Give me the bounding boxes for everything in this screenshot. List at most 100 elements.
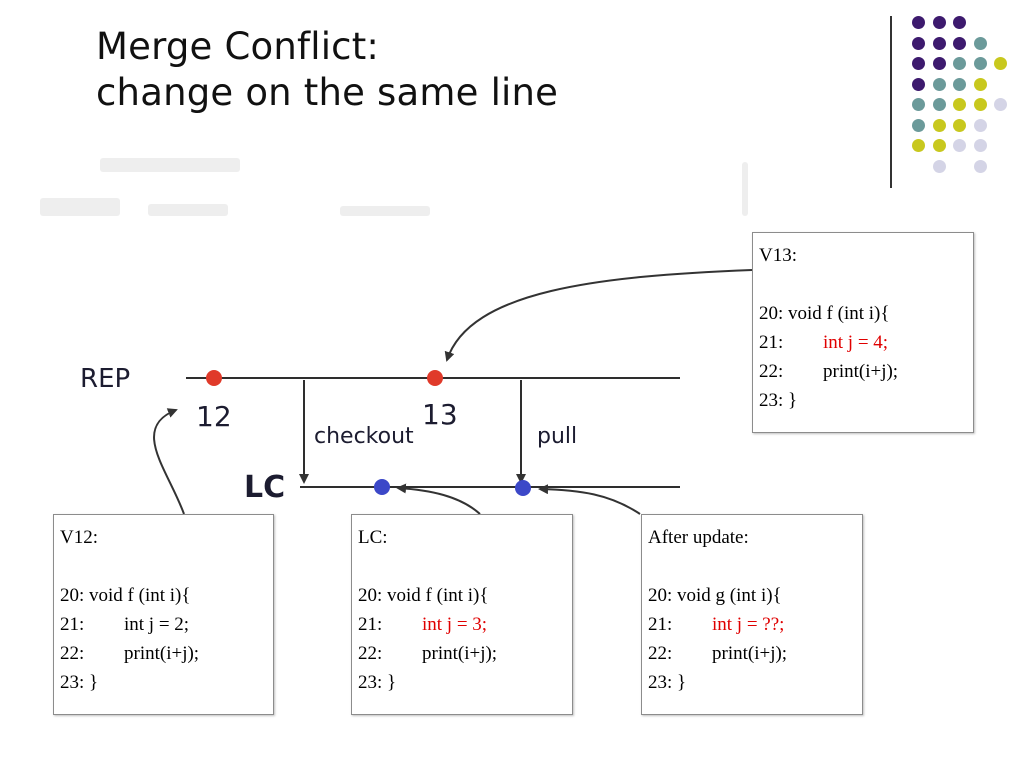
line-number: 23: — [648, 672, 673, 693]
code-box-header: LC: — [358, 527, 388, 548]
line-number: 21: — [358, 614, 383, 635]
decorative-dot — [994, 98, 1007, 111]
decorative-dot — [973, 139, 987, 152]
line-number: 22: — [60, 643, 85, 664]
code-box-after-update: After update: 20: void g (int i){ 21: int j… — [641, 514, 863, 715]
code-text: void g (int i){ — [672, 585, 782, 606]
code-line: 21: int j = ??; — [648, 610, 856, 639]
code-line: 23: } — [60, 668, 267, 697]
decorative-dot — [912, 98, 925, 111]
decorative-dot — [932, 16, 946, 29]
decorative-dot — [973, 36, 987, 50]
code-line: 22:print(i+j); — [358, 639, 566, 668]
decorative-dot — [932, 139, 946, 152]
changed-code: int j = ??; — [712, 614, 785, 635]
faint-smudge — [100, 158, 240, 172]
line-number: 22: — [358, 643, 383, 664]
line-number: 22: — [648, 643, 673, 664]
line-number: 21: — [60, 614, 85, 635]
code-text: print(i+j); — [124, 643, 200, 664]
decorative-dot — [932, 159, 946, 173]
line-number: 22: — [759, 361, 784, 382]
line-number: 23: — [759, 390, 784, 411]
commit-13-label: 13 — [422, 398, 458, 431]
decorative-dot — [953, 77, 966, 91]
faint-smudge — [148, 204, 228, 216]
line-number: 23: — [60, 672, 85, 693]
code-box-header: V13: — [759, 245, 797, 266]
checkout-label: checkout — [314, 424, 414, 449]
decorative-dot — [932, 36, 946, 50]
decorative-dot — [994, 57, 1007, 70]
faint-smudge — [40, 198, 120, 216]
code-box-header: V12: — [60, 527, 98, 548]
code-blank-line — [759, 270, 967, 299]
v13-to-commit-13-arrow — [444, 269, 753, 362]
lc-commit-dot — [374, 479, 390, 495]
decorative-dot — [953, 36, 966, 50]
code-line: 20: void f (int i){ — [759, 299, 967, 328]
pull-label: pull — [537, 424, 578, 449]
line-number: 20: — [759, 303, 784, 324]
lc-update-commit-dot — [515, 480, 531, 496]
code-box-header: After update: — [648, 527, 749, 548]
decorative-dot — [973, 77, 987, 91]
rep-commit-12-dot — [206, 370, 222, 386]
decorative-dot — [932, 98, 946, 111]
slide-title: Merge Conflict: change on the same line — [96, 24, 558, 116]
decorative-dot — [953, 16, 966, 29]
line-number: 20: — [60, 585, 85, 606]
line-number: 20: — [648, 585, 673, 606]
after-box-to-commit-arrow — [538, 484, 641, 515]
code-text: void f (int i){ — [783, 303, 890, 324]
changed-code: int j = 3; — [422, 614, 488, 635]
code-text: void f (int i){ — [84, 585, 191, 606]
commit-12-label: 12 — [196, 400, 232, 433]
line-number: 21: — [648, 614, 673, 635]
code-text: } — [84, 672, 99, 693]
faint-smudge — [340, 206, 430, 216]
decorative-dot — [953, 98, 966, 111]
code-text: void f (int i){ — [382, 585, 489, 606]
lc-box-to-commit-arrow — [396, 483, 481, 515]
lc-label: LC — [244, 470, 286, 505]
code-text: int j = 2; — [124, 614, 190, 635]
decorative-dot — [912, 77, 925, 91]
code-text: } — [783, 390, 798, 411]
decorative-dot — [973, 118, 987, 132]
code-text: print(i+j); — [712, 643, 788, 664]
code-line: 21: int j = 3; — [358, 610, 566, 639]
code-text: } — [382, 672, 397, 693]
code-line: 22: print(i+j); — [759, 357, 967, 386]
v12-to-commit-12-arrow — [153, 408, 185, 515]
code-blank-line — [358, 552, 566, 581]
decorative-dot — [912, 57, 925, 70]
decorative-dot — [932, 77, 946, 91]
code-blank-line — [648, 552, 856, 581]
code-line: 20: void g (int i){ — [648, 581, 856, 610]
code-line: 21: int j = 4; — [759, 328, 967, 357]
decorative-dot — [932, 118, 946, 132]
decorative-dot — [973, 98, 987, 111]
decorative-dot — [953, 139, 966, 152]
line-number: 23: — [358, 672, 383, 693]
code-line: 23: } — [358, 668, 566, 697]
decorative-dot — [973, 57, 987, 70]
decorative-dot — [912, 16, 925, 29]
code-blank-line — [60, 552, 267, 581]
code-line: 21: int j = 2; — [60, 610, 267, 639]
decorative-dot — [912, 139, 925, 152]
code-text: print(i+j); — [823, 361, 899, 382]
decorative-dot — [932, 57, 946, 70]
code-box-v13: V13: 20: void f (int i){ 21: int j = 4; 22: p… — [752, 232, 974, 433]
code-text: } — [672, 672, 687, 693]
rep-label: REP — [80, 364, 131, 394]
title-line-1: Merge Conflict: — [96, 25, 380, 68]
code-line: 22: print(i+j); — [60, 639, 267, 668]
decorative-dot — [973, 159, 987, 173]
faint-smudge — [742, 162, 748, 216]
code-line: 20: void f (int i){ — [358, 581, 566, 610]
line-number: 21: — [759, 332, 784, 353]
changed-code: int j = 4; — [823, 332, 889, 353]
